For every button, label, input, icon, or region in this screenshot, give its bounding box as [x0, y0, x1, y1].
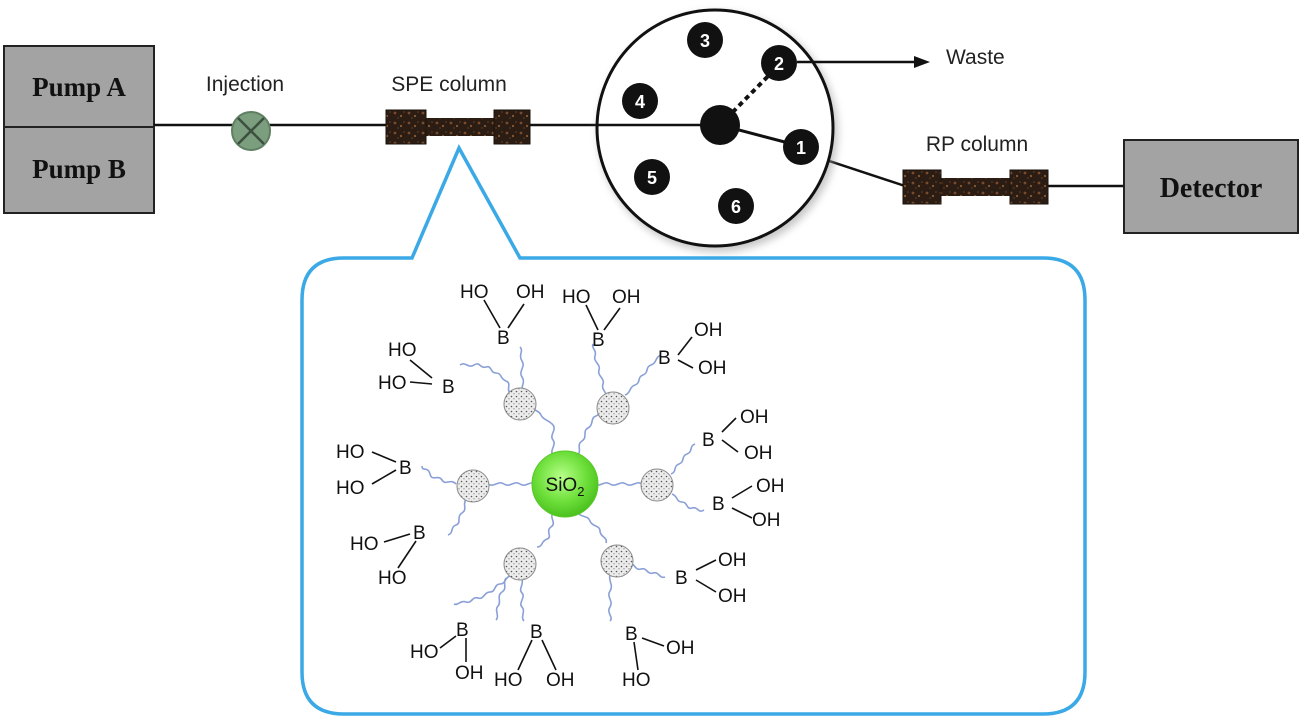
- bor3-oh2: OH: [698, 358, 727, 379]
- valve-port-4-label: 4: [635, 92, 645, 112]
- detector-box: [1123, 139, 1299, 234]
- bor4-ho2: HO: [378, 373, 407, 394]
- six-port-valve: 3 2 4 1 5 6: [595, 8, 838, 252]
- bor9-b: B: [675, 568, 688, 589]
- bor5-oh1: OH: [740, 407, 769, 428]
- valve-port-1: [783, 129, 819, 165]
- injection-valve: [231, 111, 271, 151]
- bor3-b: B: [658, 348, 671, 369]
- bor1-oh: OH: [516, 282, 545, 303]
- boronic-labels: HO OH B HO OH B B OH OH HO HO B B OH OH …: [336, 282, 785, 691]
- valve-port-2-label: 2: [774, 54, 784, 74]
- bor10-b: B: [456, 620, 469, 641]
- valve-port-3: [687, 22, 723, 58]
- spe-column: [385, 109, 531, 145]
- bor12-b: B: [625, 624, 638, 645]
- bor6-ho2: HO: [336, 478, 365, 499]
- bor7-oh2: OH: [752, 510, 781, 531]
- waste-arrowhead: [914, 56, 930, 68]
- bor6-ho1: HO: [336, 442, 365, 463]
- bor1-ho: HO: [460, 282, 489, 303]
- pump-block: Pump A Pump B: [3, 45, 155, 214]
- bor2-oh: OH: [612, 287, 641, 308]
- spacer-beads: [456, 387, 674, 581]
- valve-port-6-label: 6: [731, 197, 741, 217]
- bor11-b: B: [530, 622, 543, 643]
- bor7-b: B: [712, 494, 725, 515]
- valve-port-6: [718, 188, 754, 224]
- waste-label: Waste: [946, 46, 1005, 69]
- bor4-b: B: [442, 377, 455, 398]
- linker-chains: [421, 343, 705, 622]
- valve-port-5: [634, 159, 670, 195]
- pump-b-label: Pump B: [32, 154, 126, 184]
- bor1-b: B: [497, 328, 510, 349]
- bor12-ho: HO: [622, 670, 651, 691]
- pump-a-box: [3, 45, 155, 128]
- injection-label: Injection: [206, 73, 284, 96]
- bor8-b: B: [413, 523, 426, 544]
- boronic-bonds: [371, 299, 753, 671]
- spe-column-label: SPE column: [391, 73, 507, 96]
- bor3-oh1: OH: [694, 320, 723, 341]
- detector-label: Detector: [1160, 173, 1263, 204]
- bor12-oh: OH: [666, 638, 695, 659]
- bor2-ho: HO: [562, 287, 591, 308]
- bor11-ho: HO: [494, 670, 523, 691]
- bor9-oh1: OH: [718, 550, 747, 571]
- bor8-ho1: HO: [350, 534, 379, 555]
- valve-port-2: [761, 45, 797, 81]
- valve-port-5-label: 5: [647, 168, 657, 188]
- bor10-ho: HO: [410, 642, 439, 663]
- callout-frame: [300, 144, 1087, 716]
- silica-core: [531, 450, 599, 518]
- bor5-oh2: OH: [744, 443, 773, 464]
- silica-core-label: SiO2: [546, 475, 585, 499]
- bor10-oh: OH: [455, 663, 484, 684]
- bor7-oh1: OH: [756, 476, 785, 497]
- valve-port-1-label: 1: [796, 138, 806, 158]
- rp-column-label: RP column: [926, 133, 1028, 156]
- bor2-b: B: [592, 330, 605, 351]
- valve-port-4: [622, 83, 658, 119]
- rp-column: [902, 169, 1049, 205]
- bor6-b: B: [399, 458, 412, 479]
- pump-a-label: Pump A: [32, 72, 126, 102]
- bor8-ho2: HO: [378, 568, 407, 589]
- valve-rotor: [700, 105, 740, 145]
- bor5-b: B: [702, 430, 715, 451]
- bor4-ho1: HO: [388, 340, 417, 361]
- valve-port-3-label: 3: [700, 31, 710, 51]
- bor9-oh2: OH: [718, 586, 747, 607]
- pump-b-box: [3, 126, 155, 214]
- bor11-oh: OH: [546, 670, 575, 691]
